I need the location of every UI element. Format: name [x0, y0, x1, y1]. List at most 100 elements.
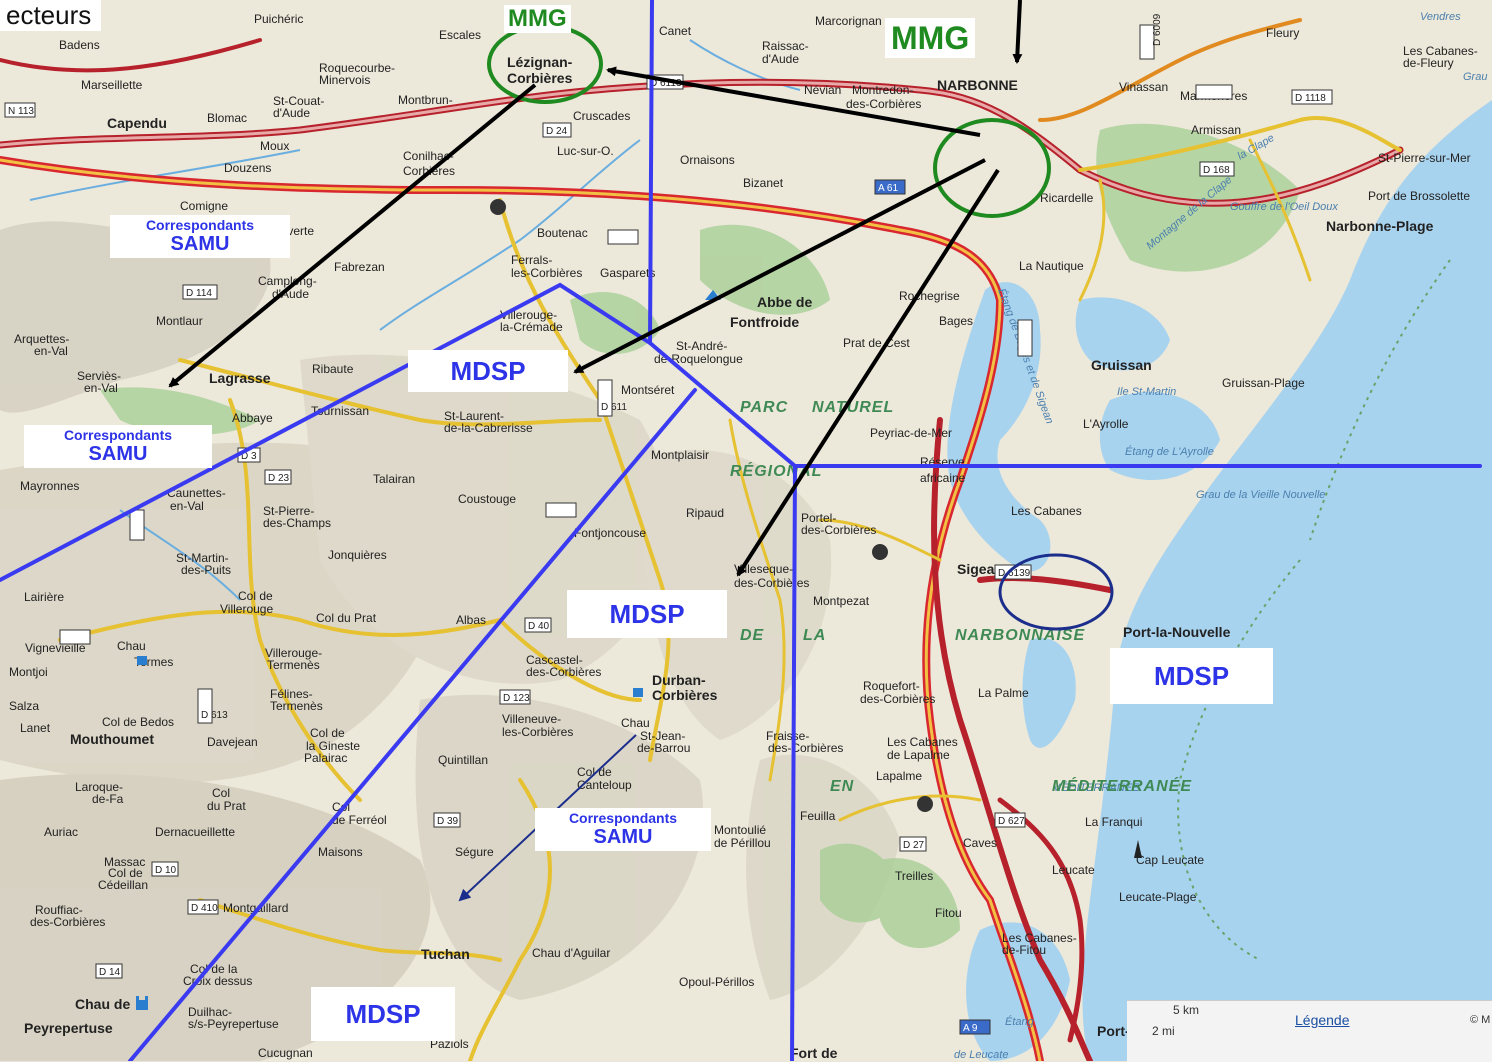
- correspondants-samu-label: Correspondants SAMU: [24, 425, 212, 468]
- svg-text:Capendu: Capendu: [107, 115, 167, 131]
- svg-text:Ile St-Martin: Ile St-Martin: [1117, 386, 1176, 398]
- svg-text:Moux: Moux: [260, 139, 289, 153]
- mmg-label-lezignan: MMG: [504, 5, 571, 33]
- svg-text:Chau d'Aguilar: Chau d'Aguilar: [532, 946, 610, 960]
- svg-text:Lairière: Lairière: [24, 590, 64, 604]
- svg-text:d'Aude: d'Aude: [762, 52, 799, 66]
- svg-text:Abbe de: Abbe de: [757, 294, 812, 310]
- svg-text:Grau de la Vieille Nouvelle: Grau de la Vieille Nouvelle: [1196, 489, 1325, 501]
- svg-text:A 61: A 61: [878, 183, 898, 194]
- svg-text:La Nautique: La Nautique: [1019, 259, 1084, 273]
- city-label: Corbières: [507, 70, 573, 86]
- copyright-text: © M: [1470, 1014, 1490, 1026]
- mdsp-label-south: MDSP: [311, 987, 455, 1041]
- svg-text:Blomac: Blomac: [207, 111, 247, 125]
- svg-text:D 114: D 114: [186, 288, 212, 299]
- legend-link[interactable]: Légende: [1295, 1012, 1350, 1028]
- svg-text:D 24: D 24: [546, 126, 568, 137]
- svg-text:Montoulié: Montoulié: [714, 823, 766, 837]
- svg-text:en-Val: en-Val: [34, 344, 68, 358]
- svg-text:Rochegrise: Rochegrise: [899, 289, 960, 303]
- svg-text:Villeneuve-: Villeneuve-: [502, 712, 561, 726]
- svg-text:Lanet: Lanet: [20, 721, 51, 735]
- city-label: Corbières: [652, 687, 718, 703]
- svg-text:Luc-sur-O.: Luc-sur-O.: [557, 144, 614, 158]
- svg-text:Étang: Étang: [1005, 1015, 1035, 1028]
- svg-text:Col de: Col de: [310, 726, 345, 740]
- svg-text:les-Corbières: les-Corbières: [511, 266, 582, 280]
- scale-km-label: 5 km: [1173, 1003, 1199, 1017]
- svg-text:N 113: N 113: [8, 106, 34, 117]
- svg-text:D 6009: D 6009: [1152, 13, 1163, 46]
- svg-text:MÉDITERRANÉE: MÉDITERRANÉE: [1052, 776, 1192, 795]
- svg-text:la-Crémade: la-Crémade: [500, 320, 563, 334]
- svg-text:A 9: A 9: [963, 1023, 978, 1034]
- svg-text:Gasparets: Gasparets: [600, 266, 655, 280]
- svg-text:DE: DE: [740, 627, 765, 644]
- mdsp-label-west: MDSP: [408, 350, 568, 392]
- city-label: Port-la-Nouvelle: [1123, 624, 1231, 640]
- svg-text:St-Pierre-sur-Mer: St-Pierre-sur-Mer: [1378, 151, 1471, 165]
- svg-text:d'Aude: d'Aude: [273, 106, 310, 120]
- svg-text:africaine: africaine: [920, 471, 966, 485]
- svg-text:Camplong-: Camplong-: [258, 274, 317, 288]
- svg-text:Marcorignan: Marcorignan: [815, 14, 882, 28]
- svg-text:D 23: D 23: [268, 473, 290, 484]
- svg-text:Caves: Caves: [963, 836, 997, 850]
- motorway-exit-icon: [917, 796, 933, 812]
- svg-text:des-Corbières: des-Corbières: [860, 692, 935, 706]
- castle-icon: [633, 688, 643, 697]
- mdsp-label-center: MDSP: [567, 590, 727, 638]
- svg-text:Montséret: Montséret: [621, 383, 675, 397]
- mdsp-label-port: MDSP: [1110, 648, 1273, 704]
- svg-text:Badens: Badens: [59, 38, 100, 52]
- svg-text:Montplaisir: Montplaisir: [651, 448, 709, 462]
- scale-mi-label: 2 mi: [1152, 1024, 1175, 1038]
- svg-text:Gruissan: Gruissan: [1091, 357, 1152, 373]
- svg-text:Montpezat: Montpezat: [813, 594, 870, 608]
- svg-text:Ferrals-: Ferrals-: [511, 253, 552, 267]
- svg-text:D 168: D 168: [1203, 165, 1230, 176]
- svg-text:Chau: Chau: [621, 716, 650, 730]
- svg-text:de-la-Cabrerisse: de-la-Cabrerisse: [444, 421, 533, 435]
- svg-text:Treilles: Treilles: [895, 869, 933, 883]
- svg-text:Douzens: Douzens: [224, 161, 271, 175]
- svg-text:D 14: D 14: [99, 967, 121, 978]
- svg-text:Abbaye: Abbaye: [232, 411, 273, 425]
- svg-text:Cruscades: Cruscades: [573, 109, 630, 123]
- svg-text:du Prat: du Prat: [207, 799, 246, 813]
- svg-text:Roquefort-: Roquefort-: [863, 679, 920, 693]
- svg-text:Termenès: Termenès: [270, 699, 323, 713]
- svg-text:Col du Prat: Col du Prat: [316, 611, 377, 625]
- svg-text:Prat de Cest: Prat de Cest: [843, 336, 910, 350]
- motorway-exit-icon: [490, 199, 506, 215]
- svg-text:La Palme: La Palme: [978, 686, 1029, 700]
- svg-text:Les Cabanes: Les Cabanes: [887, 735, 958, 749]
- svg-text:Chau: Chau: [117, 639, 146, 653]
- svg-text:Ornaisons: Ornaisons: [680, 153, 735, 167]
- svg-text:LA: LA: [803, 627, 826, 644]
- svg-text:Canet: Canet: [659, 24, 692, 38]
- svg-text:Col: Col: [212, 786, 230, 800]
- motorway-exit-icon: [872, 544, 888, 560]
- svg-text:D 627: D 627: [998, 816, 1025, 827]
- svg-text:Salza: Salza: [9, 699, 39, 713]
- city-label: Narbonne-Plage: [1326, 218, 1434, 234]
- svg-text:Leucate-Plage: Leucate-Plage: [1119, 890, 1197, 904]
- castle-icon: [137, 656, 147, 665]
- svg-text:Feuilla: Feuilla: [800, 809, 836, 823]
- svg-text:Mayronnes: Mayronnes: [20, 479, 79, 493]
- svg-text:Vinassan: Vinassan: [1119, 80, 1168, 94]
- svg-text:des-Corbières: des-Corbières: [526, 665, 601, 679]
- svg-text:de Périllou: de Périllou: [714, 836, 771, 850]
- svg-text:en-Val: en-Val: [84, 381, 118, 395]
- svg-text:Comigne: Comigne: [180, 199, 228, 213]
- svg-text:Cucugnan: Cucugnan: [258, 1046, 313, 1060]
- mmg-label-narbonne: MMG: [885, 18, 975, 58]
- svg-text:Armissan: Armissan: [1191, 123, 1241, 137]
- svg-text:Palairac: Palairac: [304, 751, 347, 765]
- svg-text:Ricardelle: Ricardelle: [1040, 191, 1094, 205]
- city-label: Tuchan: [421, 946, 470, 962]
- svg-text:des-Corbières: des-Corbières: [30, 915, 105, 929]
